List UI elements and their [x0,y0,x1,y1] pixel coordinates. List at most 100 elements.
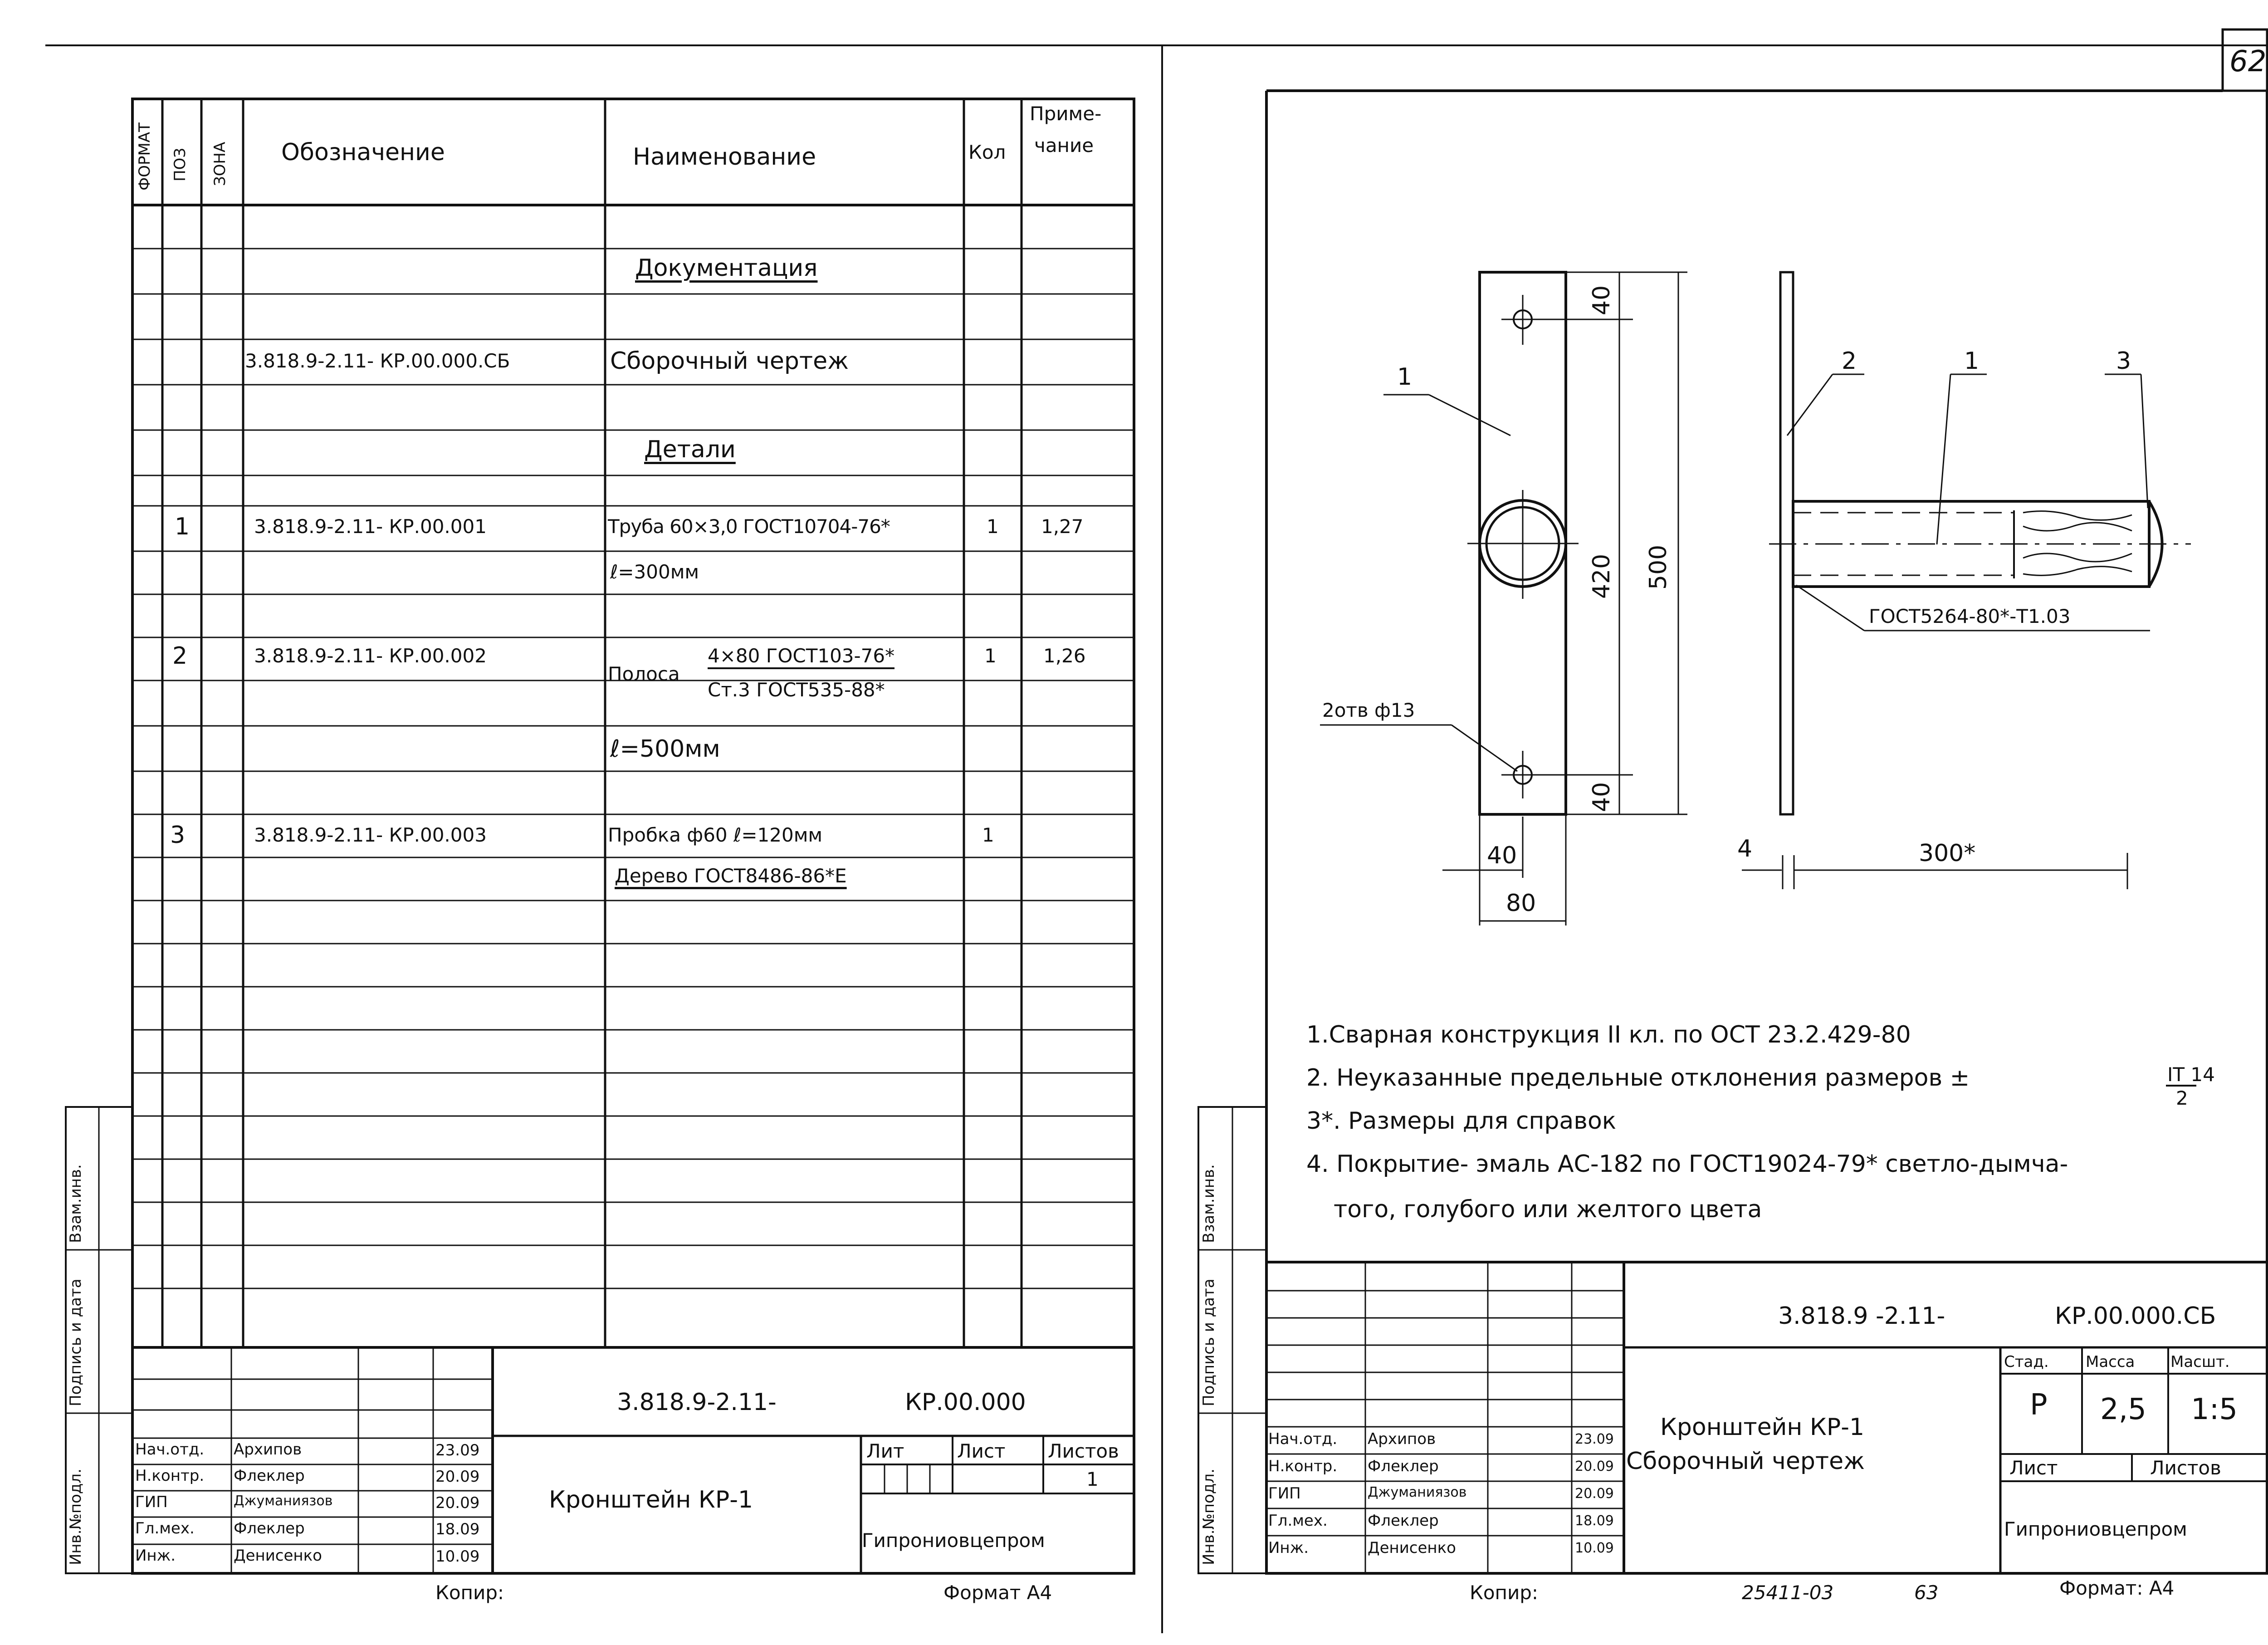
tb-left-role-1: Нач.отд. [135,1440,205,1459]
left-format-label: Формат А4 [943,1581,1052,1604]
right-side-label-inv: Инв.№подл. [1200,1469,1218,1565]
doc-designation: 3.818.9-2.11- КР.00.000.СБ [245,350,510,372]
dim-40-top: 40 [1588,285,1615,315]
note-2-tolerance-top: IT 14 [2167,1063,2215,1086]
tb-left-role-3: ГИП [135,1493,168,1511]
tb-right-mass-label: Масса [2086,1353,2135,1371]
dim-40-width: 40 [1487,842,1517,869]
tb-right-date-2: 20.09 [1575,1459,1614,1474]
note-3: 3*. Размеры для справок [1306,1107,1617,1135]
tb-left-sheets-value: 1 [1086,1468,1099,1490]
row2-frac-top: 4×80 ГОСТ103-76* [708,646,895,669]
tb-left-date-1: 23.09 [435,1441,480,1459]
tb-left-date-2: 20.09 [435,1468,480,1486]
dim-40-bottom: 40 [1588,782,1615,812]
left-side-label-replace: Взам.инв. [67,1164,85,1243]
tb-left-role-2: Н.контр. [135,1467,205,1485]
tb-right-date-4: 18.09 [1575,1513,1614,1529]
header-pos: ПОЗ [171,147,189,181]
tb-right-role-1: Нач.отд. [1268,1430,1338,1448]
tb-right-name-3: Джуманиязов [1368,1484,1467,1500]
holes-label: 2отв ф13 [1322,699,1415,721]
left-side-label-sign: Подпись и дата [67,1278,85,1406]
tb-right-code: 3.818.9 -2.11- [1778,1302,1945,1330]
callout-2: 2 [1842,348,1857,375]
header-name: Наименование [633,143,816,171]
tb-right-date-3: 20.09 [1575,1486,1614,1502]
tb-right-name-5: Денисенко [1368,1539,1456,1557]
note-4: 4. Покрытие- эмаль АС-182 по ГОСТ19024-7… [1306,1151,2068,1178]
row2-pos: 2 [172,642,188,670]
right-side-label-replace: Взам.инв. [1200,1164,1218,1243]
tb-right-date-5: 10.09 [1575,1540,1614,1556]
tb-left-name-4: Флеклер [234,1519,305,1537]
tb-right-subtitle: Сборочный чертеж [1626,1448,1865,1475]
tb-left-code: 3.818.9-2.11- [617,1389,777,1416]
tb-right-scale-label: Масшт. [2170,1353,2230,1371]
tb-right-role-5: Инж. [1268,1539,1309,1557]
row2-note: 1,26 [1043,645,1086,667]
row2-name-prefix: Полоса [608,663,680,685]
row2-designation: 3.818.9-2.11- КР.00.002 [254,645,487,667]
header-zone: ЗОНА [211,142,229,186]
tb-right-name-2: Флеклер [1368,1457,1439,1475]
header-designation: Обозначение [281,139,445,166]
tb-right-org: Гипрониовцепром [2004,1518,2187,1540]
tb-right-stage-label: Стад. [2004,1353,2049,1371]
tb-right-sheet-label: Лист [2009,1457,2058,1479]
tb-right-title: Кронштейн КР-1 [1660,1414,1865,1441]
callout-1-front: 1 [1397,363,1413,391]
row3-pos: 3 [170,822,186,849]
tb-left-sheets: Листов [1048,1440,1119,1462]
note-2-tolerance-bottom: 2 [2176,1087,2188,1109]
tb-right-code-2: КР.00.000.СБ [2055,1302,2216,1330]
right-page: 63 [1914,1581,1939,1604]
right-format-label: Формат: А4 [2059,1577,2175,1599]
tb-right-role-4: Гл.мех. [1268,1512,1328,1530]
left-copy-label: Копир: [435,1581,504,1604]
dim-80: 80 [1506,890,1536,917]
callout-1-side: 1 [1964,348,1980,375]
tb-right-stage-value: Р [2030,1388,2048,1422]
tb-right-name-4: Флеклер [1368,1512,1439,1530]
header-note-2: чание [1034,134,1094,157]
dim-500: 500 [1645,544,1672,590]
tb-left-sheet: Лист [957,1440,1006,1462]
tb-right-mass-value: 2,5 [2100,1393,2146,1426]
row2-name-2: ℓ=500мм [610,735,720,763]
tb-left-name-3: Джуманиязов [234,1493,333,1509]
dim-420: 420 [1588,553,1615,599]
tb-right-role-2: Н.контр. [1268,1457,1338,1475]
tb-left-org: Гипрониовцепром [862,1529,1045,1552]
row1-pos: 1 [175,513,190,540]
row1-name-2: ℓ=300мм [610,561,699,583]
tb-left-date-4: 18.09 [435,1520,480,1538]
row3-name-2: Дерево ГОСТ8486-86*Е [615,865,847,887]
dim-300: 300* [1919,840,1976,867]
row1-designation: 3.818.9-2.11- КР.00.001 [254,515,487,538]
tb-right-name-1: Архипов [1368,1430,1436,1448]
tb-left-role-5: Инж. [135,1547,176,1565]
header-format: ФОРМАТ [136,122,154,191]
header-qty: Кол [968,141,1006,163]
tb-right-role-3: ГИП [1268,1484,1301,1503]
tb-left-name-5: Денисенко [234,1547,322,1565]
tb-right-scale-value: 1:5 [2191,1393,2238,1426]
tb-left-name-1: Архипов [234,1440,302,1459]
row3-name: Пробка ф60 ℓ=120мм [608,824,823,846]
note-2: 2. Неуказанные предельные отклонения раз… [1306,1064,1970,1092]
note-1: 1.Сварная конструкция II кл. по ОСТ 23.2… [1306,1021,1911,1048]
tb-left-code-2: КР.00.000 [905,1389,1026,1416]
right-side-label-sign: Подпись и дата [1200,1278,1218,1406]
right-doc-number: 25411-03 [1742,1581,1834,1604]
left-side-label-inv: Инв.№подл. [67,1469,85,1565]
tb-left-title: Кронштейн КР-1 [549,1486,753,1513]
row1-name: Труба 60×3,0 ГОСТ10704-76* [608,515,890,538]
tb-left-date-3: 20.09 [435,1494,480,1512]
doc-name: Сборочный чертеж [610,348,849,375]
page-number: 62 [2229,45,2267,78]
row3-qty: 1 [982,824,994,846]
tb-left-role-4: Гл.мех. [135,1519,195,1537]
row3-designation: 3.818.9-2.11- КР.00.003 [254,824,487,846]
